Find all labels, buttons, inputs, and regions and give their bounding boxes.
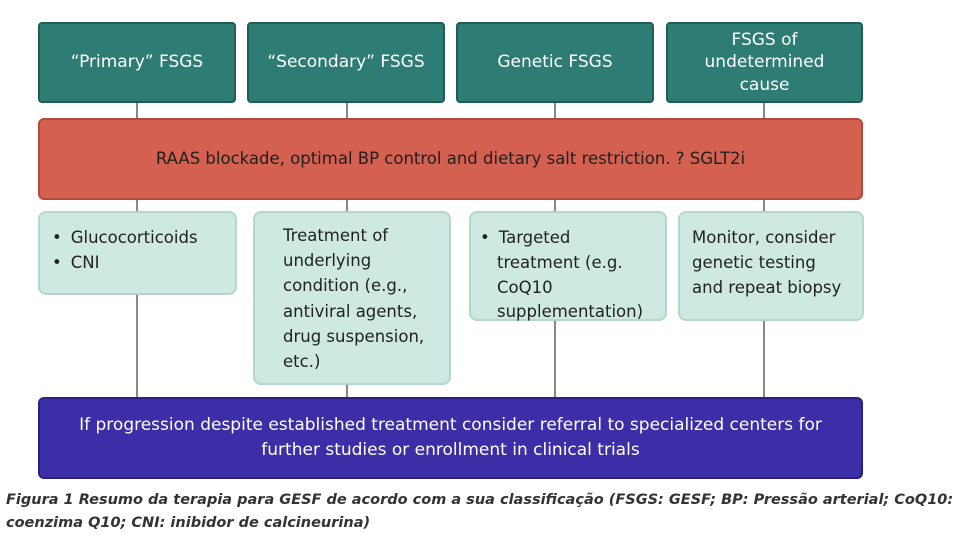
list-item: CNI xyxy=(52,251,198,276)
treatment-text-secondary: Treatment of underlying condition (e.g.,… xyxy=(283,226,425,372)
figure-caption: Figura 1 Resumo da terapia para GESF de … xyxy=(6,492,954,532)
box-secondary-fsgs-label: “Secondary” FSGS xyxy=(267,52,425,73)
box-undetermined-fsgs: FSGS of undetermined cause xyxy=(666,22,863,103)
treatment-text-undetermined: Monitor, consider genetic testing and re… xyxy=(692,228,842,297)
treatment-list-primary: Glucocorticoids CNI xyxy=(52,226,198,276)
treatment-list-genetic: Targeted treatment (e.g. CoQ10 supplemen… xyxy=(480,226,655,325)
progression-note-box: If progression despite established treat… xyxy=(38,397,863,479)
box-secondary-fsgs: “Secondary” FSGS xyxy=(247,22,445,103)
box-genetic-fsgs-label: Genetic FSGS xyxy=(497,52,613,73)
box-primary-fsgs-label: “Primary” FSGS xyxy=(70,52,204,73)
box-primary-fsgs: “Primary” FSGS xyxy=(38,22,236,103)
list-item: Targeted treatment (e.g. CoQ10 supplemen… xyxy=(480,226,655,325)
general-treatment-band: RAAS blockade, optimal BP control and di… xyxy=(38,118,863,200)
general-treatment-text: RAAS blockade, optimal BP control and di… xyxy=(155,149,746,169)
treatment-box-secondary: Treatment of underlying condition (e.g.,… xyxy=(253,211,451,385)
list-item: Glucocorticoids xyxy=(52,226,198,251)
progression-note-text: If progression despite established treat… xyxy=(79,414,822,461)
treatment-box-undetermined: Monitor, consider genetic testing and re… xyxy=(678,211,864,321)
treatment-box-primary: Glucocorticoids CNI xyxy=(38,211,237,295)
box-undetermined-fsgs-label: FSGS of undetermined cause xyxy=(704,30,825,95)
box-genetic-fsgs: Genetic FSGS xyxy=(456,22,654,103)
treatment-box-genetic: Targeted treatment (e.g. CoQ10 supplemen… xyxy=(469,211,667,321)
